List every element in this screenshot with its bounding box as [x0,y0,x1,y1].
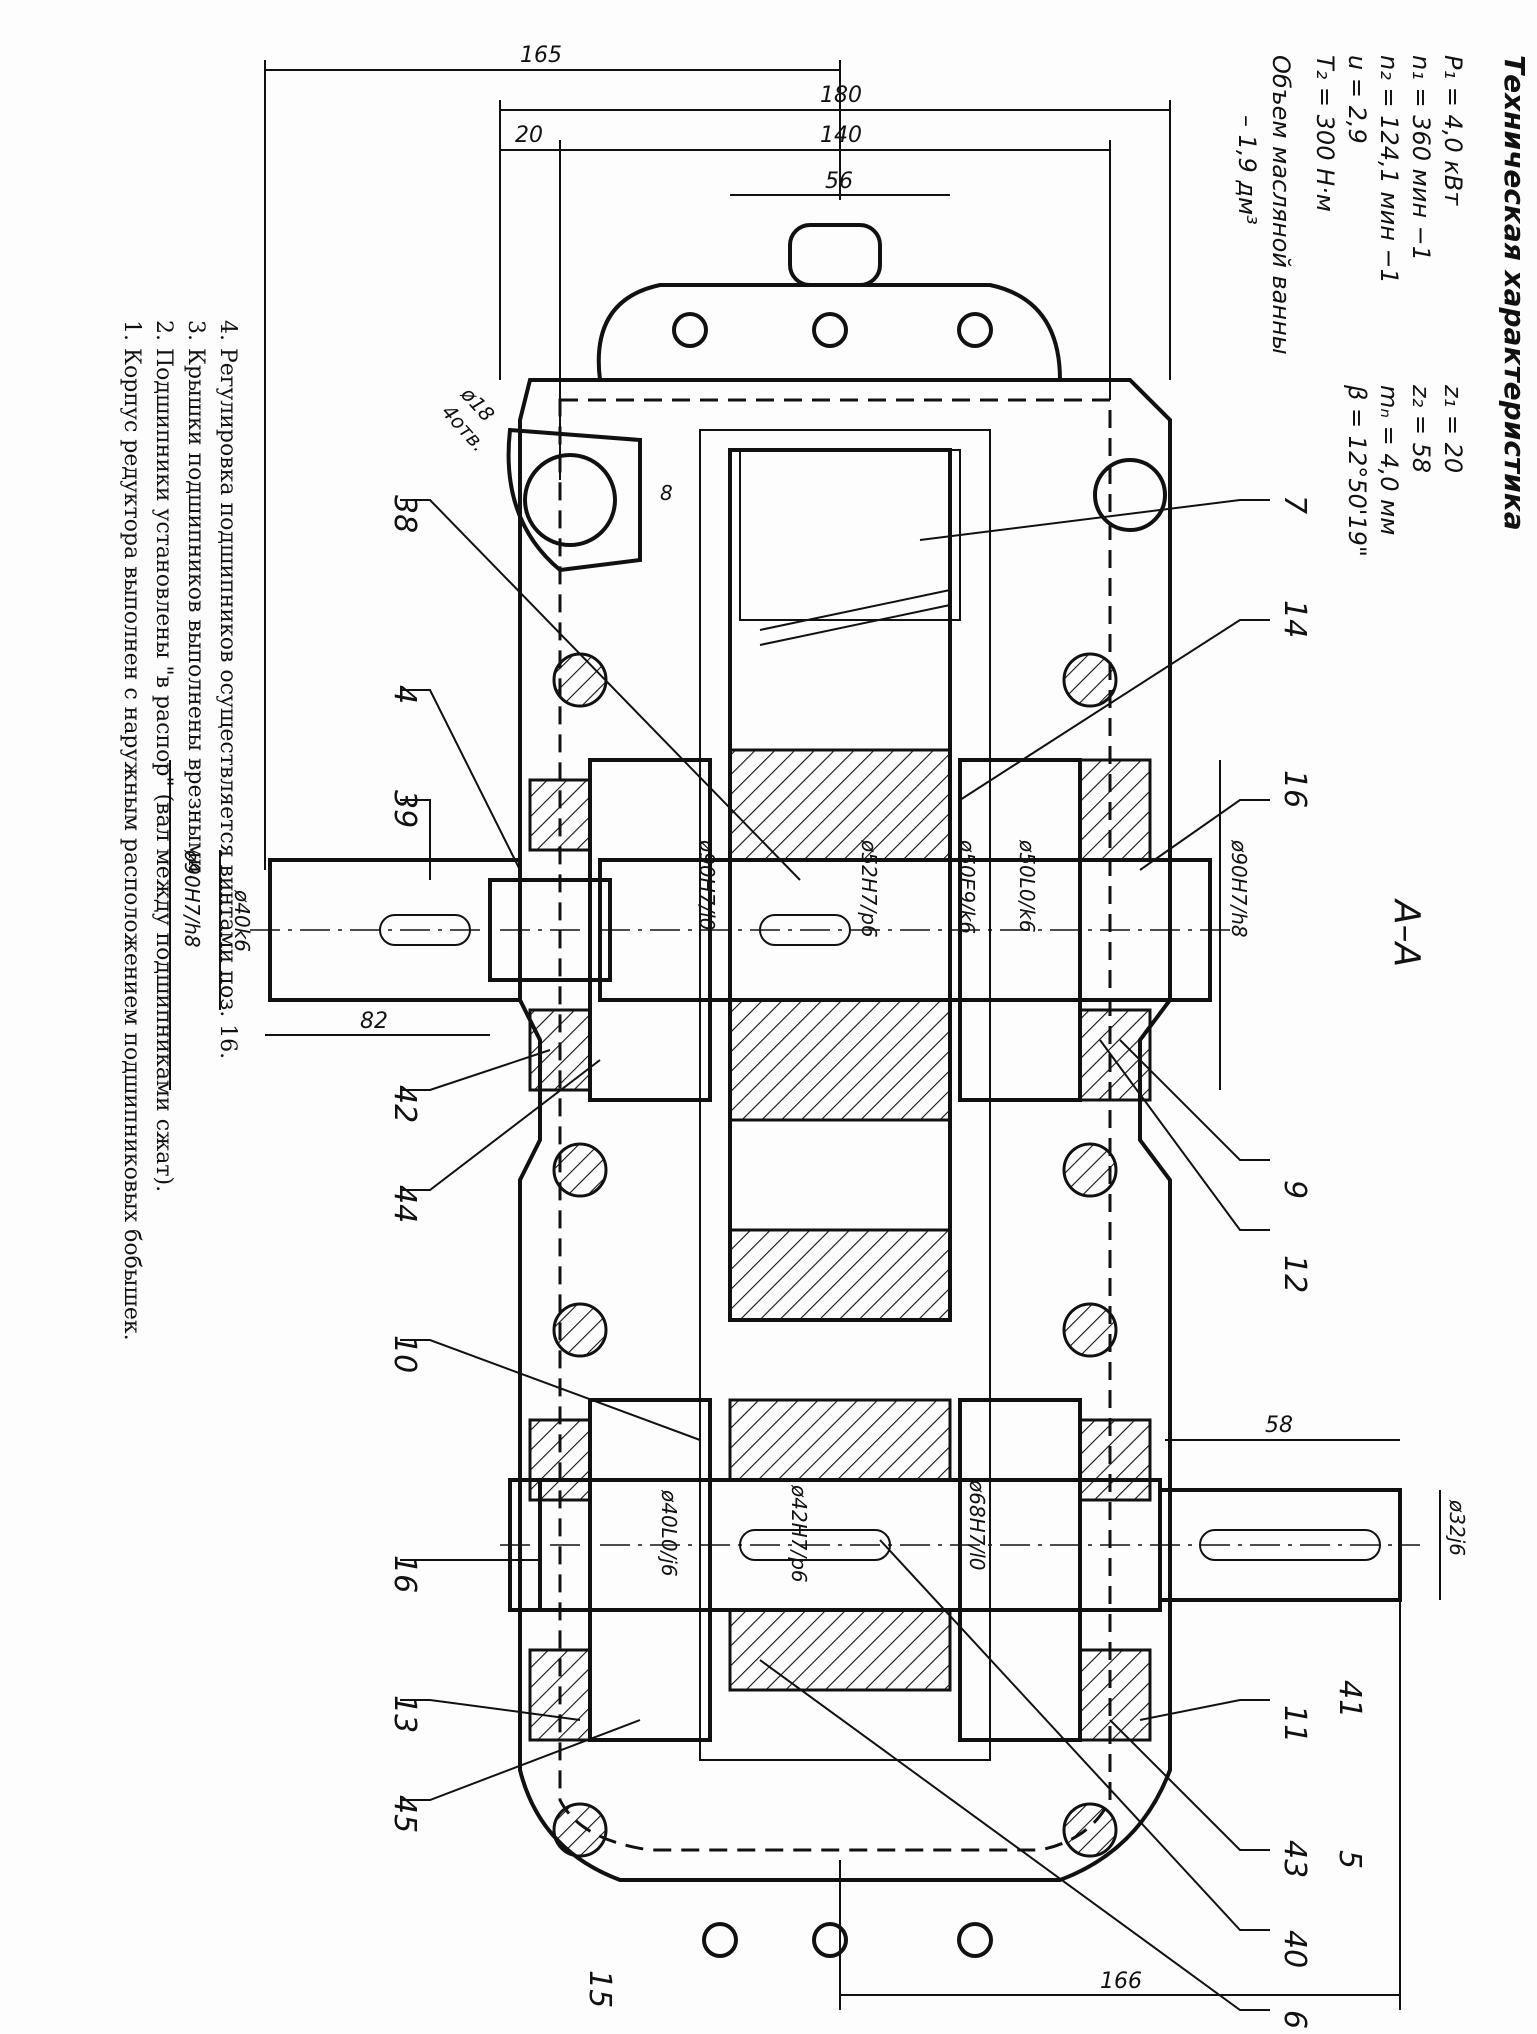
position-14: 14 [1277,600,1312,638]
dim-140: 140 [820,123,862,148]
note-2: 2. Подшипники установлены "в распор" (ва… [151,320,176,1192]
fit-label-5: ø50E9/k6 [955,839,979,934]
position-11: 11 [1277,1705,1312,1743]
fit-label-11: ø32j6 [1445,1499,1469,1556]
spec-line-5: T₂ = 300 Н·м [1311,55,1339,212]
spec-line-2: n₁ = 360 мин −1 [1407,55,1435,261]
position-16-right: 16 [1277,770,1312,808]
dim-20: 20 [515,123,543,148]
position-39: 39 [387,790,422,828]
leader-lines [400,499,1270,2011]
lifting-lug [506,427,1167,573]
oil-volume-value: – 1,9 дм³ [1233,115,1261,225]
position-9: 9 [1277,1180,1312,1199]
position-4: 4 [387,685,422,704]
oil-volume-label: Объем масляной ванны [1267,55,1295,355]
dim-82: 82 [360,1009,388,1034]
section-title: А–А [1386,898,1427,967]
note-1: 1. Корпус редуктора выполнен с наружным … [119,320,144,1341]
position-45: 45 [387,1795,422,1833]
fit-label-9: ø42H7/p6 [787,1484,811,1583]
dim-56: 56 [825,169,853,194]
gear-wheel [728,448,952,1322]
position-6: 6 [1277,2010,1312,2029]
gear-param-4: β = 12°50'19" [1343,384,1371,557]
note-4: 4. Регулировка подшипников осуществляетс… [215,320,240,1059]
dim-166: 166 [1100,1969,1142,1994]
fit-label-2: ø40k6 [230,889,254,952]
fit-label-4: ø52H7/p6 [857,839,881,938]
spec-line-4: u = 2,9 [1343,55,1371,144]
input-shaft [500,1398,1420,1692]
position-7: 7 [1277,495,1312,514]
dim-180: 180 [820,83,862,108]
position-38: 38 [387,495,422,533]
spec-line-1: P₁ = 4,0 кВт [1439,55,1467,206]
note-3: 3. Крышки подшипников выполнены врезными… [183,320,208,880]
gear-param-1: z₁ = 20 [1439,384,1467,473]
gear-param-3: mₙ = 4,0 мм [1375,385,1403,535]
fit-label-10: ø68H7/l0 [965,1479,989,1570]
position-10: 10 [387,1335,422,1373]
position-43: 43 [1277,1840,1312,1878]
gear-param-2: z₂ = 58 [1407,384,1435,473]
tech-spec-heading: Техническая характеристика [1498,55,1531,531]
position-5: 5 [1332,1850,1367,1869]
dim-8: 8 [660,481,673,505]
dimension-lines [169,60,1441,2010]
fit-label-8: ø40L0/j6 [657,1489,681,1577]
position-40: 40 [1277,1930,1312,1968]
position-15: 15 [582,1970,617,2008]
fit-label-3: ø90H7/l0 [695,839,719,930]
position-13: 13 [387,1695,422,1733]
bolt-holes [552,312,1118,1958]
position-44: 44 [387,1185,422,1223]
fit-label-1: ø90H7/h8 [180,849,204,948]
position-16-left: 16 [387,1555,422,1593]
spec-line-3: n₂ = 124,1 мин −1 [1375,55,1403,284]
position-42: 42 [387,1085,422,1123]
dim-58: 58 [1265,1413,1293,1438]
fit-label-6: ø50L0/k6 [1015,839,1039,933]
position-12: 12 [1277,1255,1312,1293]
position-41: 41 [1332,1680,1367,1718]
dim-165: 165 [520,43,562,68]
fit-label-7: ø90H7/h8 [1227,839,1251,938]
